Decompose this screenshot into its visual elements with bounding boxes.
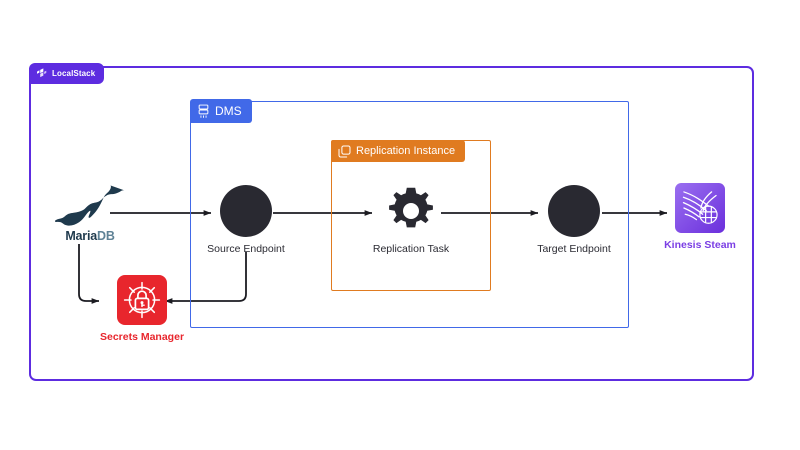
node-source-endpoint[interactable]: Source Endpoint (191, 185, 301, 256)
localstack-badge[interactable]: LocalStack (29, 63, 105, 84)
secrets-manager-label: Secrets Manager (99, 331, 185, 343)
localstack-badge-label: LocalStack (52, 68, 96, 78)
filled-circle-icon (548, 185, 600, 237)
dms-badge[interactable]: DMS (190, 99, 252, 123)
kinesis-stream-label: Kinesis Steam (664, 239, 736, 251)
replication-instance-badge-label: Replication Instance (356, 144, 456, 157)
dms-container-box (190, 101, 629, 328)
mariadb-seal-logo-icon (55, 185, 125, 226)
node-target-endpoint[interactable]: Target Endpoint (518, 185, 630, 256)
target-endpoint-label: Target Endpoint (537, 243, 611, 255)
replication-instance-badge[interactable]: Replication Instance (331, 140, 466, 162)
dms-badge-label: DMS (215, 104, 242, 118)
node-kinesis-stream[interactable]: Kinesis Steam (650, 183, 750, 252)
arrow-source-endpoint-to-secrets-manager (164, 252, 247, 304)
copy-duplicate-icon (338, 145, 351, 157)
node-mariadb[interactable]: MariaDB (47, 185, 133, 243)
mariadb-label-part-2: DB (97, 229, 115, 243)
kinesis-stream-icon (675, 183, 725, 233)
database-stack-icon (198, 104, 209, 118)
node-replication-task[interactable]: Replication Task (357, 185, 465, 256)
filled-circle-icon (220, 185, 272, 237)
arrow-mariadb-to-secrets-manager (78, 244, 100, 304)
localstack-logo-icon (37, 68, 47, 78)
padlock-crosshair-icon (117, 275, 167, 325)
replication-task-label: Replication Task (372, 243, 450, 255)
localstack-container-box (29, 66, 754, 381)
node-secrets-manager[interactable]: Secrets Manager (99, 275, 185, 344)
mariadb-wordmark: MariaDB (65, 229, 115, 243)
gear-cog-icon (389, 187, 433, 228)
source-endpoint-label: Source Endpoint (207, 243, 285, 255)
mariadb-label-part-1: Maria (65, 229, 97, 243)
